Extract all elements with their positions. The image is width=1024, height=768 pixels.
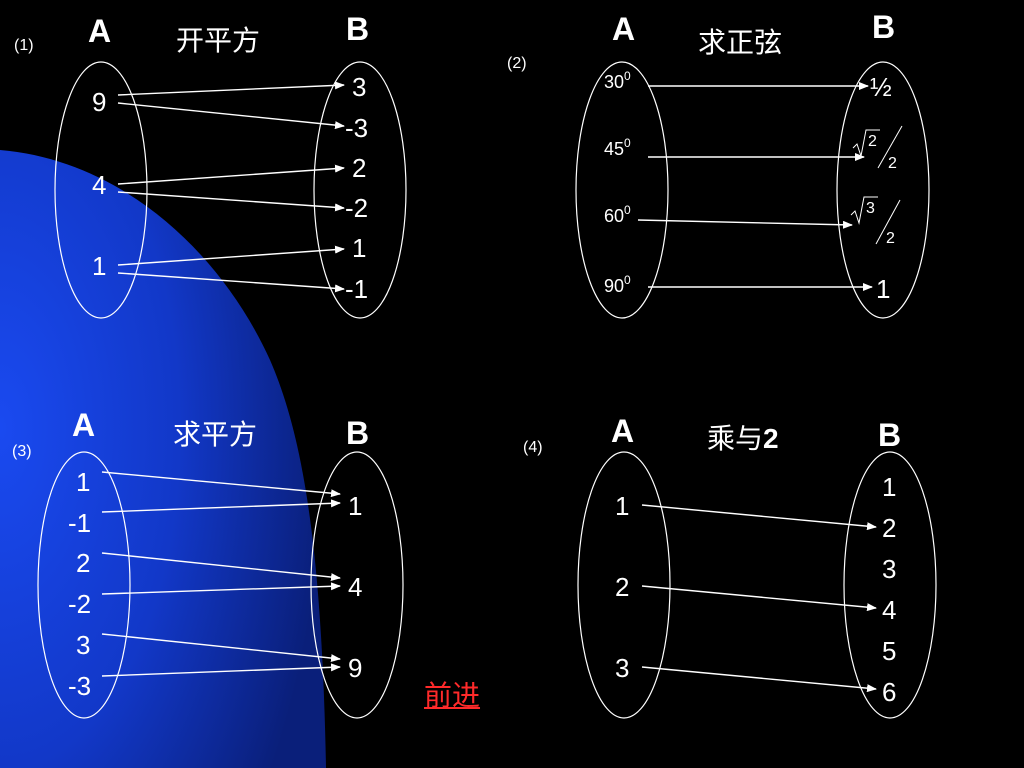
mapping-arrow <box>641 666 877 693</box>
panel-2: (2) A B 求正弦 300 450 600 900 ½ 2 2 3 2 1 <box>507 9 930 319</box>
denominator: 2 <box>886 230 895 247</box>
codomain-item: 1 <box>348 491 362 521</box>
mapping-arrow <box>117 81 345 96</box>
set-b-oval <box>843 451 937 719</box>
codomain-item: -1 <box>345 274 368 304</box>
mapping-arrow <box>641 585 877 612</box>
domain-item: 600 <box>604 203 631 226</box>
radicand: 2 <box>868 133 877 150</box>
set-a-label: A <box>611 413 634 449</box>
mapping-arrow <box>117 245 345 266</box>
set-a-label: A <box>72 407 95 443</box>
codomain-item: -2 <box>345 193 368 223</box>
set-b-label: B <box>346 11 369 47</box>
codomain-item: 6 <box>882 677 896 707</box>
mapping-arrow <box>117 191 345 212</box>
mapping-arrow <box>641 504 877 531</box>
codomain-item: 4 <box>882 595 896 625</box>
set-b-oval <box>310 451 404 719</box>
codomain-item: 4 <box>348 572 362 602</box>
codomain-item: 1 <box>882 472 896 502</box>
radical-sign-icon <box>850 196 878 225</box>
domain-item: 450 <box>604 136 631 159</box>
fraction-slash <box>877 125 903 169</box>
panel-number: (1) <box>14 37 34 54</box>
codomain-item: 1 <box>876 274 890 304</box>
codomain-item-sqrt3-over-2: 3 2 <box>850 196 901 247</box>
mapping-arrow <box>117 102 345 130</box>
mapping-arrow <box>101 582 341 595</box>
panel-number: (2) <box>507 55 527 72</box>
operation-label: 求正弦 <box>698 26 782 59</box>
mapping-arrow <box>101 499 341 513</box>
set-b-label: B <box>872 9 895 45</box>
domain-item: -1 <box>68 508 91 538</box>
codomain-item: 2 <box>882 513 896 543</box>
codomain-item: 5 <box>882 636 896 666</box>
set-b-label: B <box>878 417 901 453</box>
set-a-oval <box>54 61 148 319</box>
domain-item: 900 <box>604 273 631 296</box>
mapping-arrow <box>117 272 345 293</box>
fraction-slash <box>875 199 901 245</box>
codomain-item: 3 <box>352 72 366 102</box>
set-a-oval <box>575 61 669 319</box>
set-b-label: B <box>346 415 369 451</box>
codomain-item: 9 <box>348 653 362 683</box>
panel-number: (3) <box>12 443 32 460</box>
codomain-item: 3 <box>882 554 896 584</box>
operation-label: 开平方 <box>176 24 260 57</box>
domain-item: 3 <box>76 630 90 660</box>
set-a-label: A <box>88 13 111 49</box>
domain-item: -2 <box>68 589 91 619</box>
domain-item: 9 <box>92 87 106 117</box>
set-a-label: A <box>612 11 635 47</box>
next-link[interactable]: 前进 <box>424 679 481 712</box>
radicand: 3 <box>866 200 875 217</box>
domain-item: 4 <box>92 170 106 200</box>
mapping-arrow <box>117 164 345 185</box>
denominator: 2 <box>888 155 897 172</box>
operation-label: 乘与2 <box>707 422 779 455</box>
mapping-arrow <box>637 219 853 229</box>
domain-item: 1 <box>92 251 106 281</box>
domain-item: 3 <box>615 653 629 683</box>
domain-item: 300 <box>604 69 631 92</box>
codomain-item: -3 <box>345 113 368 143</box>
domain-item: 2 <box>615 572 629 602</box>
panel-number: (4) <box>523 439 543 456</box>
codomain-item: 2 <box>352 153 366 183</box>
domain-item: 1 <box>76 467 90 497</box>
set-b-oval <box>313 61 407 319</box>
set-a-oval <box>577 451 671 719</box>
panel-4: (4) A B 乘与2 1 2 3 1 2 3 4 5 6 <box>523 413 937 719</box>
domain-item: -3 <box>68 671 91 701</box>
domain-item: 1 <box>615 491 629 521</box>
mapping-arrow <box>101 633 341 663</box>
operation-label: 求平方 <box>173 418 257 451</box>
mapping-arrow <box>101 471 341 498</box>
codomain-item: 1 <box>352 233 366 263</box>
set-a-oval <box>37 451 131 719</box>
codomain-item: ½ <box>870 72 892 102</box>
panel-3: (3) A B 求平方 1 -1 2 -2 3 -3 1 4 9 <box>12 407 404 719</box>
codomain-item-sqrt2-over-2: 2 2 <box>852 125 903 172</box>
mapping-arrow <box>101 552 341 582</box>
set-b-oval <box>836 61 930 319</box>
mapping-arrow <box>101 663 341 677</box>
domain-item: 2 <box>76 548 90 578</box>
panel-1: (1) A B 开平方 9 4 1 3 -3 2 -2 1 -1 <box>14 11 407 319</box>
